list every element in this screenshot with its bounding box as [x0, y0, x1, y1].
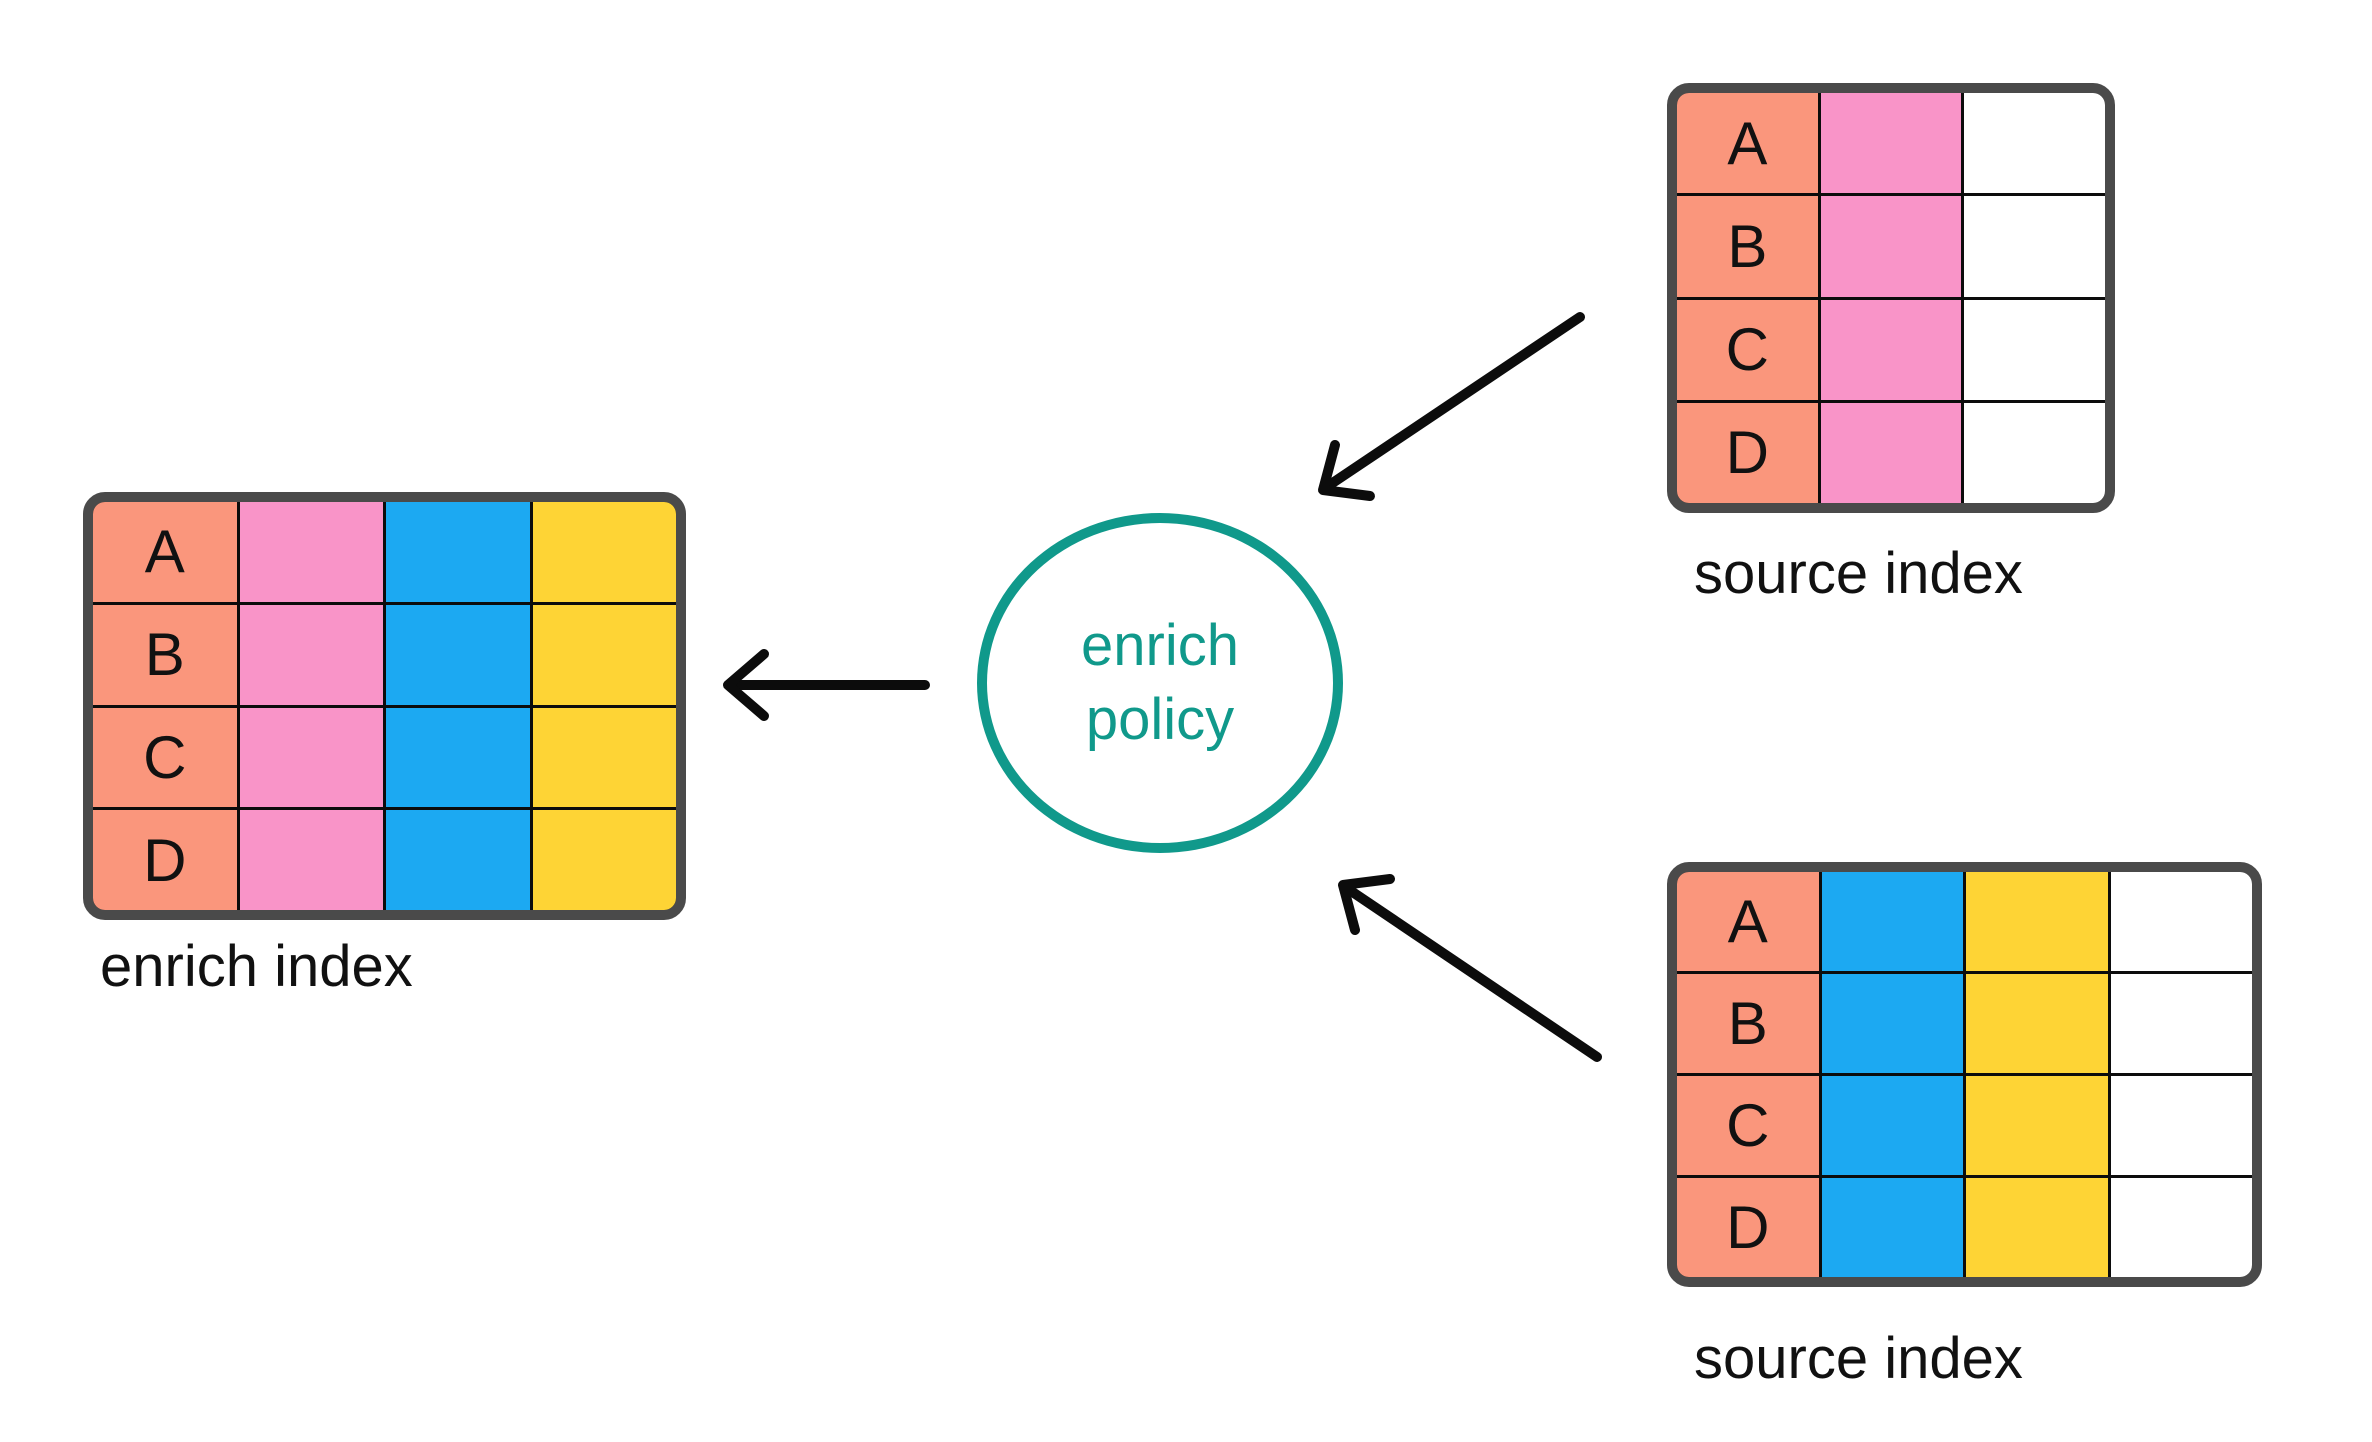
data-cell [386, 707, 530, 808]
data-cell [532, 604, 676, 705]
arrow-top-source-to-policy-shaft [1326, 312, 1585, 489]
arrow-bottom-source-to-policy-head [1338, 874, 1395, 935]
enrich-policy-circle: enrich policy [977, 513, 1343, 853]
data-cell [1821, 872, 1963, 971]
data-cell [1821, 1178, 1963, 1277]
row-label-cell: D [1677, 1178, 1819, 1277]
row-label-cell: C [93, 707, 237, 808]
row-label-cell: C [1677, 299, 1818, 400]
data-cell [1964, 196, 2105, 297]
data-cell [532, 707, 676, 808]
data-cell [239, 502, 383, 602]
arrow-bottom-source-to-policy-shaft [1346, 886, 1602, 1062]
data-cell [1966, 1076, 2108, 1175]
arrow-top-source-to-policy-head [1318, 440, 1375, 501]
data-cell [1964, 299, 2105, 400]
data-cell [386, 810, 530, 910]
arrow-policy-to-enrich-head [723, 649, 769, 721]
data-cell [1820, 93, 1962, 194]
data-cell [2110, 872, 2252, 971]
data-cell [239, 604, 383, 705]
data-cell [2110, 1178, 2252, 1277]
data-cell [1964, 402, 2105, 503]
row-label-cell: A [1677, 872, 1819, 971]
data-cell [532, 810, 676, 910]
data-cell [239, 707, 383, 808]
data-cell [1820, 402, 1962, 503]
data-cell [386, 502, 530, 602]
data-cell [1966, 974, 2108, 1073]
row-label-cell: D [93, 810, 237, 910]
row-label-cell: D [1677, 402, 1818, 503]
enrich-policy-text-line2: policy [1085, 687, 1235, 752]
enrich-policy-text-line1: enrich [1081, 612, 1239, 678]
data-cell [2110, 1076, 2252, 1175]
row-label-cell: A [1677, 93, 1818, 194]
source-index-top-label: source index [1694, 541, 2023, 606]
data-cell [2110, 974, 2252, 1073]
data-cell [1821, 974, 1963, 1073]
data-cell [386, 604, 530, 705]
data-cell [1821, 1076, 1963, 1175]
row-label-cell: A [93, 502, 237, 602]
row-label-cell: B [1677, 974, 1819, 1073]
row-label-cell: C [1677, 1076, 1819, 1175]
data-cell [1966, 872, 2108, 971]
row-label-cell: B [1677, 196, 1818, 297]
row-label-cell: B [93, 604, 237, 705]
data-cell [1966, 1178, 2108, 1277]
data-cell [1820, 196, 1962, 297]
data-cell [532, 502, 676, 602]
data-cell [239, 810, 383, 910]
enrich-index-label: enrich index [100, 934, 413, 999]
source-index-bottom-label: source index [1694, 1326, 2023, 1391]
data-cell [1820, 299, 1962, 400]
data-cell [1964, 93, 2105, 194]
